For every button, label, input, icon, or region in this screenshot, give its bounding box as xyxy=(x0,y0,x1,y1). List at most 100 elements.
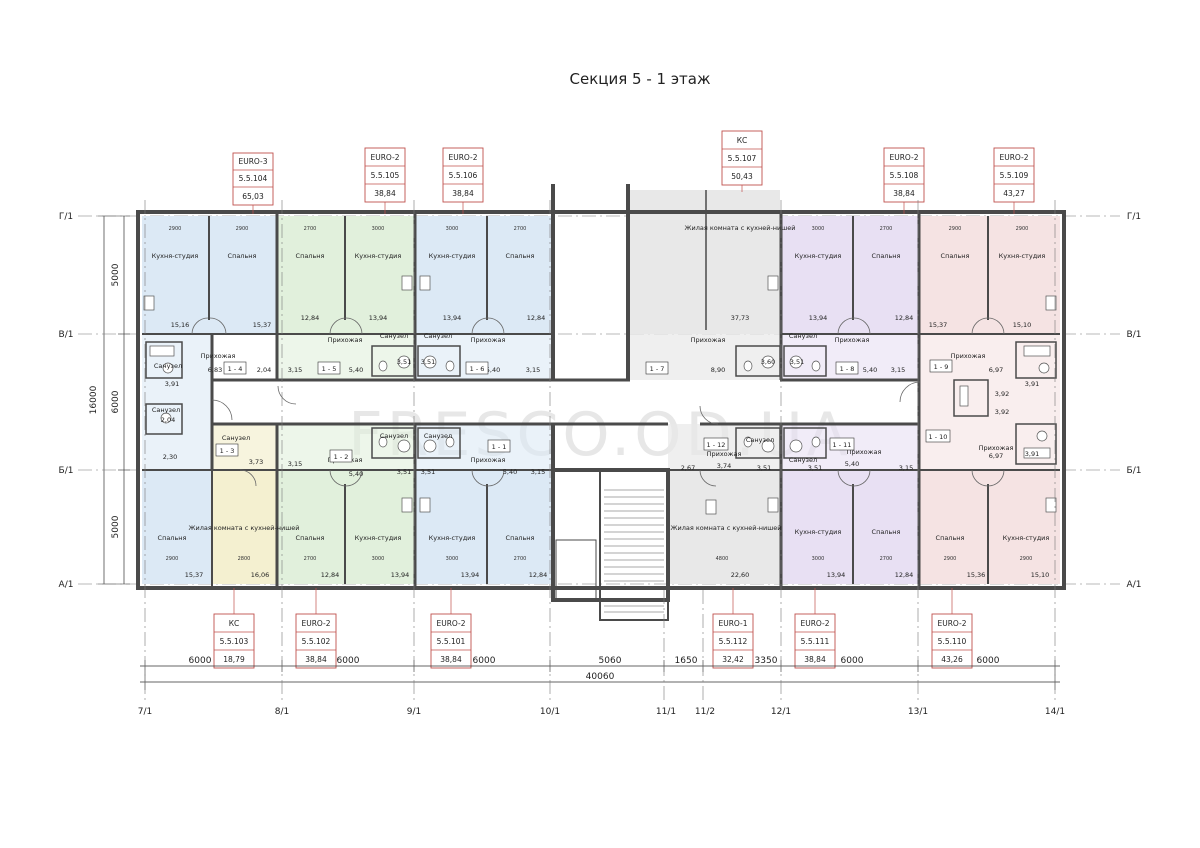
dim-span: 6000 xyxy=(977,656,1000,666)
row-axis-labels: Г/1 Г/1 В/1 В/1 Б/1 Б/1 А/1 А/1 xyxy=(59,212,1142,590)
dim-height-2: 6000 xyxy=(111,390,121,413)
apartment-code: 5.5.110 xyxy=(938,637,967,646)
axis-col-14-1: 14/1 xyxy=(1045,707,1065,717)
service-room-area: 3,15 xyxy=(899,464,913,472)
room-width: 3000 xyxy=(812,556,825,562)
service-room-label: Прихожая xyxy=(979,444,1014,452)
dim-span: 6000 xyxy=(337,656,360,666)
unit-tag-text: 1 - 3 xyxy=(220,447,235,455)
apartment-type: EURO-2 xyxy=(937,619,966,628)
unit-tag: 1 - 5 xyxy=(317,361,341,375)
dim-height-1: 5000 xyxy=(111,263,121,286)
staircase xyxy=(604,489,664,613)
unit-tag-text: 1 - 11 xyxy=(833,441,852,449)
unit-tags: 1 - 4 1 - 5 1 - 6 1 - 7 1 - 8 1 - 9 1 - … xyxy=(215,359,953,463)
apartment-box[interactable]: КС 5.5.107 50,43 xyxy=(721,130,763,192)
plumbing-fixtures xyxy=(143,275,1057,515)
apartment-code: 5.5.109 xyxy=(1000,171,1029,180)
apartment-box[interactable]: EURO-2 5.5.101 38,84 xyxy=(430,588,472,669)
room-width: 2700 xyxy=(880,556,893,562)
apartment-box[interactable]: EURO-2 5.5.109 43,27 xyxy=(993,147,1035,214)
apartment-box[interactable]: EURO-2 5.5.108 38,84 xyxy=(883,147,925,214)
service-room-label: Санузел xyxy=(154,362,182,370)
unit-tag: 1 - 8 xyxy=(835,361,859,375)
unit-tag: 1 - 9 xyxy=(929,359,953,373)
apartment-box[interactable]: КС 5.5.103 18,79 xyxy=(213,588,255,669)
service-room-area: 3,15 xyxy=(891,366,905,374)
walls xyxy=(136,184,1066,621)
unit-tag-text: 1 - 1 xyxy=(492,443,507,451)
service-room-area: 3,15 xyxy=(526,366,540,374)
room-label: Кухня-студия xyxy=(429,534,476,542)
room-label: Кухня-студия xyxy=(355,252,402,260)
apartment-boxes: EURO-3 5.5.104 65,03 EURO-2 5.5.105 38,8… xyxy=(213,130,1035,669)
axis-col-7-1: 7/1 xyxy=(138,707,152,717)
room-width: 2900 xyxy=(1020,556,1033,562)
apartment-box[interactable]: EURO-2 5.5.105 38,84 xyxy=(364,147,406,214)
service-room-area: 3,51 xyxy=(397,358,411,366)
service-room-label: Прихожая xyxy=(328,336,363,344)
apartment-code: 5.5.104 xyxy=(239,174,268,183)
unit-tag: 1 - 12 xyxy=(703,437,729,451)
apartment-box[interactable]: EURO-2 5.5.102 38,84 xyxy=(295,588,337,669)
axis-a-left: А/1 xyxy=(59,580,74,590)
service-room-label: Прихожая xyxy=(707,450,742,458)
room-label: Спальня xyxy=(941,252,970,260)
apartment-area: 38,84 xyxy=(440,655,462,664)
unit-tag-text: 1 - 10 xyxy=(929,433,948,441)
service-room-area: 5,40 xyxy=(863,366,877,374)
room-area: 13,94 xyxy=(461,571,480,579)
axis-v-left: В/1 xyxy=(59,330,74,340)
dim-height-3: 5000 xyxy=(111,515,121,538)
unit-tag: 1 - 2 xyxy=(329,449,353,463)
service-room-label: Санузел xyxy=(152,406,180,414)
room-width: 2900 xyxy=(236,226,249,232)
room-area: 12,84 xyxy=(895,571,914,579)
room-area: 15,37 xyxy=(253,321,272,329)
service-room-area: 6,97 xyxy=(989,452,1003,460)
column-axis-labels: 7/1 8/1 9/1 10/1 11/1 11/2 12/1 13/1 14/… xyxy=(138,707,1065,717)
service-room-area: 6,83 xyxy=(208,366,222,374)
apartment-box[interactable]: EURO-2 5.5.106 38,84 xyxy=(442,147,484,214)
apartment-type: EURO-1 xyxy=(718,619,747,628)
room-width: 3000 xyxy=(446,226,459,232)
service-room-label: Прихожая xyxy=(691,336,726,344)
door-swings xyxy=(191,317,1005,487)
service-room-area: 3,51 xyxy=(421,358,435,366)
service-room-area: 2,30 xyxy=(163,453,177,461)
service-room-area: 3,51 xyxy=(421,468,435,476)
service-room-area: 3,15 xyxy=(288,460,302,468)
unit-tag: 1 - 1 xyxy=(487,439,511,453)
service-room-area: 3,51 xyxy=(397,468,411,476)
apartment-box[interactable]: EURO-2 5.5.110 43,26 xyxy=(931,588,973,669)
apartment-type: EURO-2 xyxy=(301,619,330,628)
room-label: Жилая комната с кухней-нишей xyxy=(189,524,300,532)
axis-b-right: Б/1 xyxy=(1127,466,1142,476)
apartment-code: 5.5.101 xyxy=(437,637,466,646)
apartment-code: 5.5.106 xyxy=(449,171,478,180)
service-room-area: 2,04 xyxy=(257,366,271,374)
room-width: 2700 xyxy=(514,556,527,562)
apartment-box[interactable]: EURO-2 5.5.111 38,84 xyxy=(794,588,836,669)
service-room-area: 6,97 xyxy=(989,366,1003,374)
room-area: 22,60 xyxy=(731,571,750,579)
apartment-box[interactable]: EURO-3 5.5.104 65,03 xyxy=(232,152,274,214)
room-label: Спальня xyxy=(158,534,187,542)
service-room-area: 3,15 xyxy=(531,468,545,476)
room-label: Спальня xyxy=(506,534,535,542)
service-room-label: Санузел xyxy=(789,332,817,340)
service-room-label: Санузел xyxy=(424,432,452,440)
service-room-area: 8,90 xyxy=(711,366,725,374)
service-room-label: Санузел xyxy=(424,332,452,340)
bottom-dimension-chain: 6000 6000 6000 5060 1650 3350 6000 6000 … xyxy=(140,656,1060,690)
unit-tag: 1 - 4 xyxy=(223,361,247,375)
rooms-bottom: Спальня 15,37 2900 Жилая комната с кухне… xyxy=(158,524,1050,579)
room-area: 15,16 xyxy=(171,321,190,329)
unit-tag: 1 - 11 xyxy=(829,437,855,451)
room-area: 37,73 xyxy=(731,314,750,322)
axis-col-11-1: 11/1 xyxy=(656,707,676,717)
axis-col-12-1: 12/1 xyxy=(771,707,791,717)
apartment-box[interactable]: EURO-1 5.5.112 32,42 xyxy=(712,588,754,669)
service-room-area: 3,15 xyxy=(288,366,302,374)
